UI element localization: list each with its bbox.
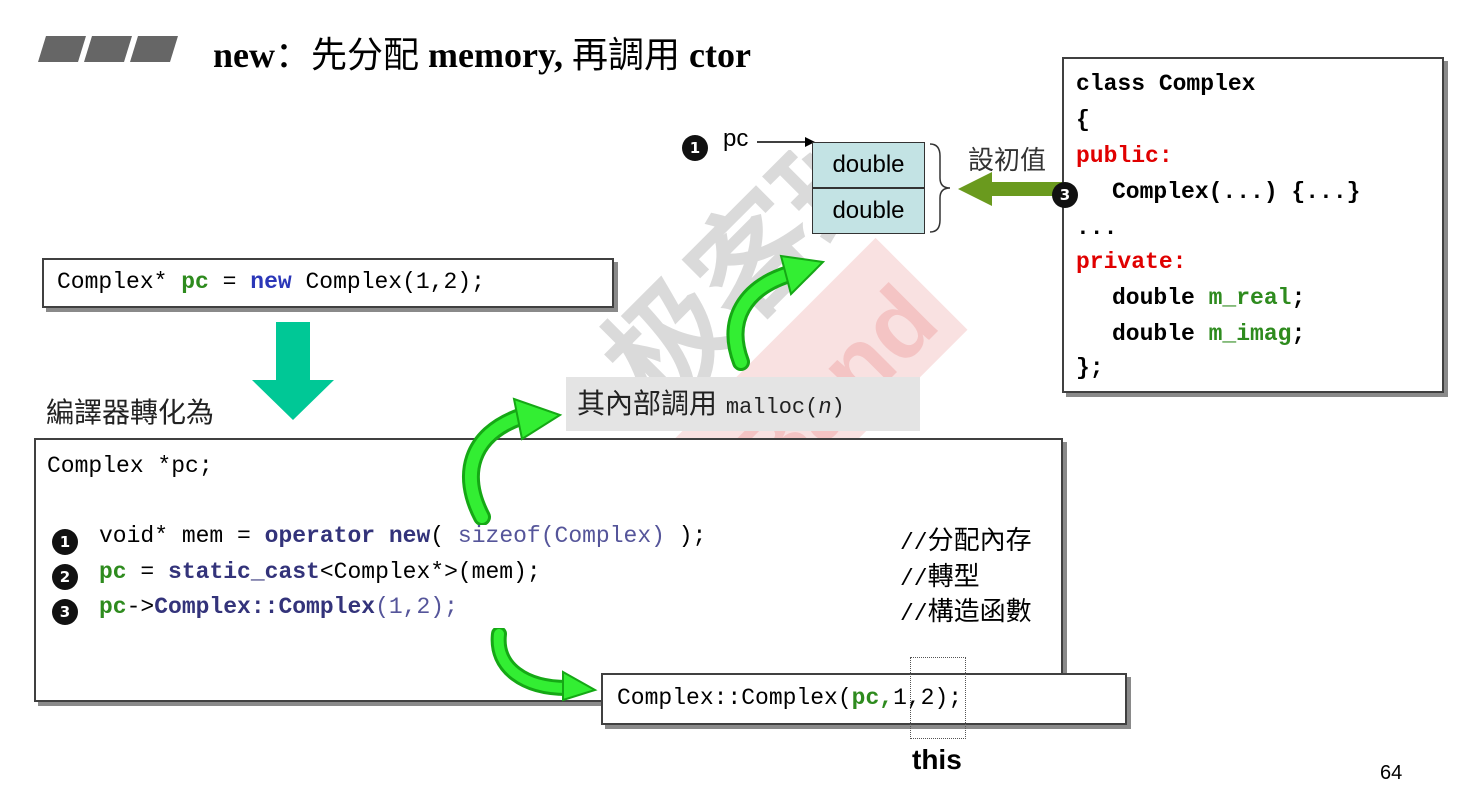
init-arrow-icon	[958, 172, 1101, 206]
code-line-decl: Complex *pc;	[47, 453, 213, 479]
code-compiled: Complex *pc; 1 void* mem = operator new(…	[34, 438, 1063, 702]
pc-label: pc	[723, 125, 749, 152]
class-public: public:	[1076, 143, 1173, 169]
class-line-1: class Complex	[1076, 71, 1256, 97]
class-close: };	[1076, 355, 1104, 381]
code-line-1: void* mem = operator new( sizeof(Complex…	[99, 523, 707, 549]
curved-arrow-to-memory-icon	[726, 254, 826, 371]
step-2-badge: 2	[52, 564, 78, 590]
class-member-imag: double m_imag;	[1112, 321, 1306, 347]
memory-cell-real: double	[812, 142, 925, 188]
step-3-badge: 3	[52, 599, 78, 625]
title-bars-icon	[38, 36, 178, 62]
malloc-label: 其內部調用 malloc(n)	[566, 377, 920, 431]
this-label: this	[912, 744, 962, 775]
class-definition: class Complex { public: 3 Complex(...) {…	[1052, 57, 1444, 393]
pointer-arrow-icon	[757, 137, 815, 147]
this-highlight	[910, 657, 966, 739]
init-label: 設初值	[968, 146, 1047, 176]
comment-1: //分配內存	[900, 526, 1032, 556]
code-line-3: pc->Complex::Complex(1,2);	[99, 594, 458, 620]
curved-arrow-to-malloc-icon	[461, 397, 563, 525]
class-private: private:	[1076, 249, 1187, 275]
curved-arrow-to-ctor-icon	[490, 628, 598, 702]
code-ctor-call: Complex::Complex(pc,1,2);	[601, 673, 1127, 725]
comment-3: //構造函數	[900, 597, 1032, 627]
ctor-step-3-badge: 3	[1052, 182, 1078, 208]
class-ctor: Complex(...) {...}	[1112, 179, 1361, 205]
code-line-2: pc = static_cast<Complex*>(mem);	[99, 559, 541, 585]
code-new-expression: Complex* pc = new Complex(1,2);	[42, 258, 614, 308]
down-arrow-icon	[252, 322, 334, 420]
memory-cell-imag: double	[812, 188, 925, 234]
brace-icon	[929, 143, 951, 233]
class-ellipsis: ...	[1076, 215, 1118, 241]
step-1-badge: 1	[52, 529, 78, 555]
pc-step-1-badge: 1	[682, 135, 708, 161]
class-line-2: {	[1076, 107, 1090, 133]
convert-label: 編譯器轉化為	[46, 396, 215, 429]
comment-2: //轉型	[900, 562, 980, 592]
slide-title: new：先分配 memory, 再調用 ctor	[213, 35, 751, 75]
page-number: 64	[1380, 762, 1403, 784]
class-member-real: double m_real;	[1112, 285, 1306, 311]
